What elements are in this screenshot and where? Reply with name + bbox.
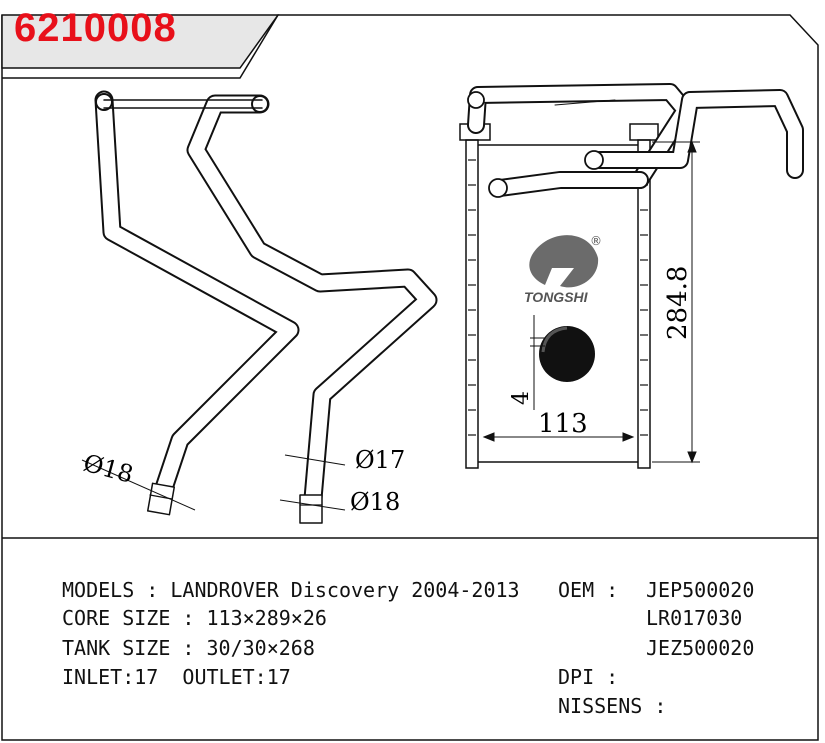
dpi-label: DPI [558,665,595,689]
tongshi-logo: ® TONGSHI [524,234,602,305]
height-dimension-label: 284.8 [663,266,693,340]
logo-wordmark: TONGSHI [524,289,589,305]
inlet-fitting [146,482,176,516]
models-label: MODELS [62,578,135,602]
width-dimension [482,432,635,442]
width-dimension-label: 113 [538,409,588,439]
tank-size-value: 30/30×268 [206,636,315,660]
outlet-label: OUTLET:17 [182,665,291,689]
core-size-label: CORE SIZE [62,606,171,630]
left-tank [465,139,479,469]
models-row: MODELS : LANDROVER Discovery 2004-2013 [62,578,520,602]
tank-size-row: TANK SIZE : 30/30×268 [62,636,315,660]
oem-number-1: JEP500020 [646,578,755,602]
inlet-outlet-row: INLET:17 OUTLET:17 [62,665,291,689]
logo-registered-mark: ® [590,234,602,248]
oem-number-3: JEZ500020 [646,636,755,660]
outlet-fitting [299,494,323,524]
oem-number-2: LR017030 [646,606,743,630]
bracket-left-ring [95,93,113,111]
tube-assembly-drawing [94,90,438,524]
inlet-port [488,178,508,198]
oem-label: OEM [558,578,595,602]
inlet-diameter-label: Ø18 [80,449,136,489]
right-tank [637,139,651,469]
height-dimension [652,140,700,464]
outlet-port [584,150,604,170]
oem-row: OEM : [558,578,619,602]
core-sample-hole [539,326,595,382]
nissens-label: NISSENS [558,694,643,718]
inlet-label: INLET:17 [62,665,159,689]
tank-fin-marks [468,159,648,436]
logo-mark [529,235,599,288]
offset-dimension-label: 4 [509,391,534,405]
mounting-bracket [103,99,263,109]
tube-dimension-lines [81,454,346,511]
offset-dimension [530,315,545,410]
nissens-row: NISSENS : [558,694,667,718]
core-size-row: CORE SIZE : 113×289×26 [62,606,327,630]
header-tab [1,14,280,69]
core-tubes [467,83,804,198]
core-size-value: 113×289×26 [206,606,327,630]
outlet-tube-inner [188,96,436,518]
dpi-row: DPI : [558,665,619,689]
bracket-right-ring [251,95,269,113]
part-number: 6210008 [14,6,177,50]
inlet-tube-inner [96,92,298,508]
outlet-lower-diameter-label: Ø18 [350,488,400,516]
sheet-frame [1,14,819,741]
models-value: LANDROVER Discovery 2004-2013 [170,578,520,602]
tank-size-label: TANK SIZE [62,636,171,660]
outlet-upper-diameter-label: Ø17 [355,446,405,474]
